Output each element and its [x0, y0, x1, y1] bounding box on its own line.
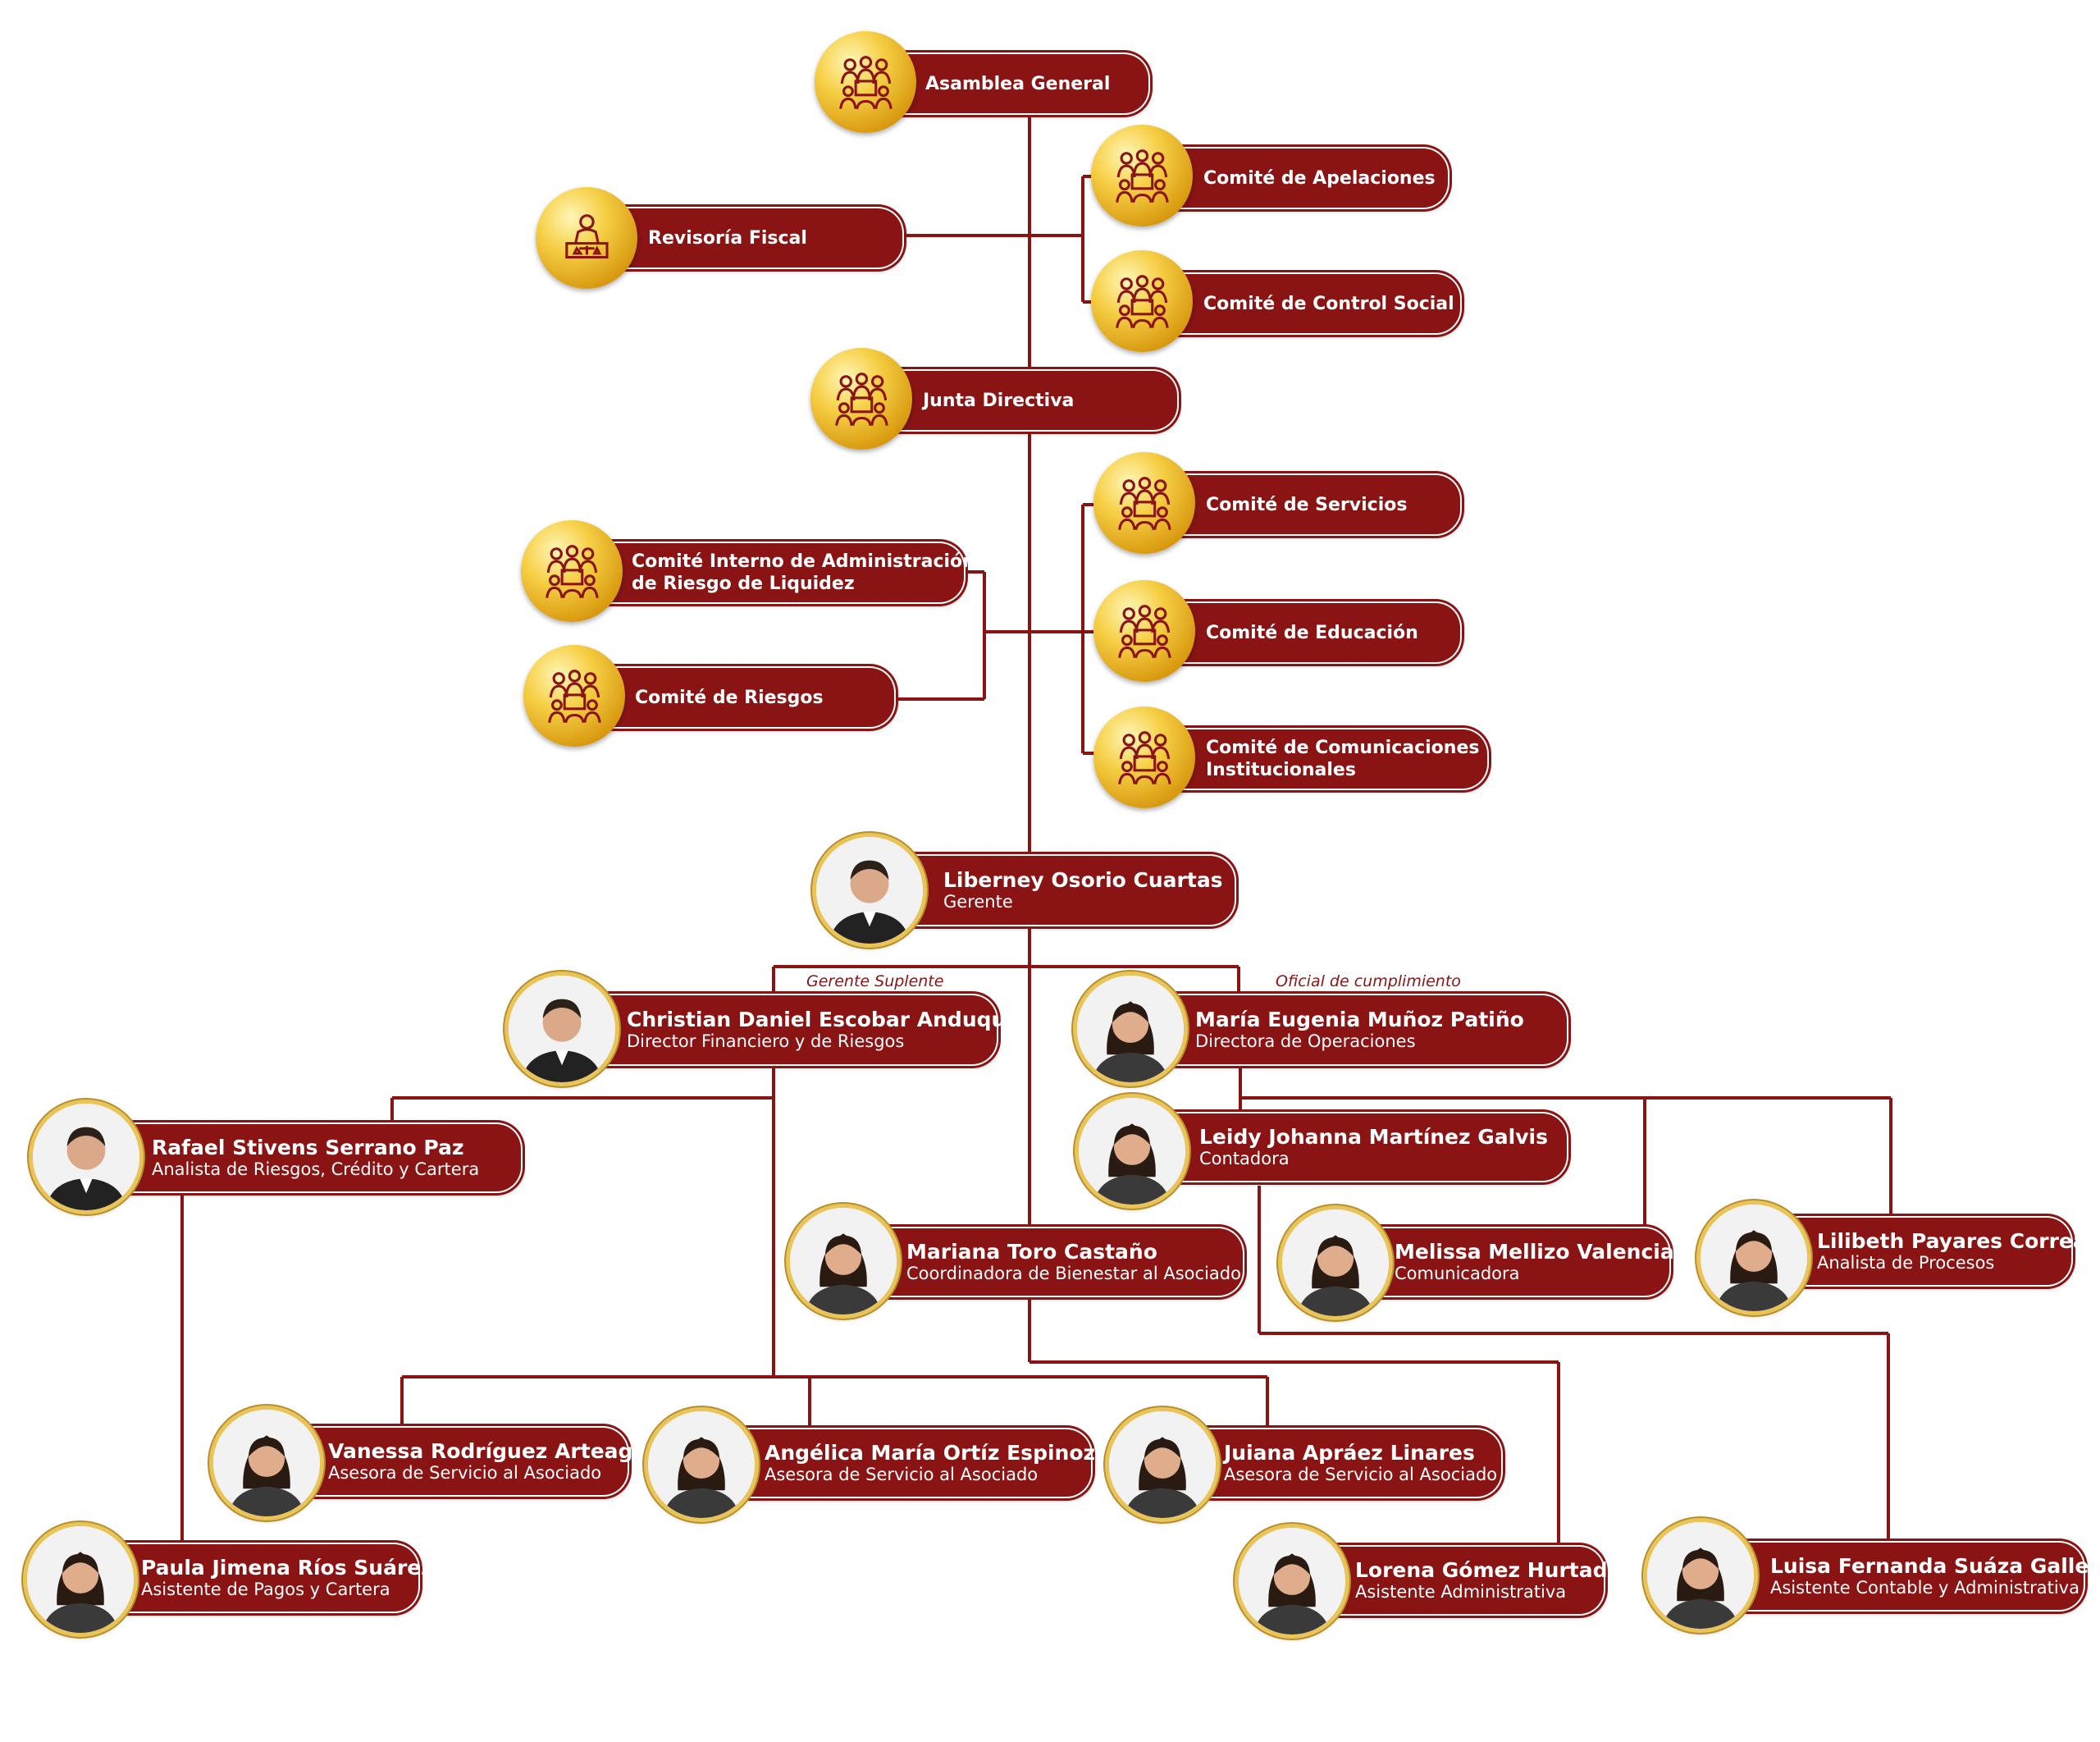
comite-educacion-label: Comité de Educación [1206, 622, 1418, 643]
staff-name: Rafael Stivens Serrano Paz [152, 1136, 464, 1159]
staff-lorena-pill: Lorena Gómez Hurtado Asistente Administr… [1296, 1547, 1622, 1614]
staff-name: Mariana Toro Castaño [906, 1240, 1157, 1264]
comite-riesgo-liquidez-label-line2: de Riesgo de Liquidez [632, 574, 855, 594]
staff-mariana-pill: Mariana Toro Castaño Coordinadora de Bie… [849, 1228, 1243, 1296]
staff-rafael-pill: Rafael Stivens Serrano Paz Analista de R… [98, 1124, 521, 1191]
staff-christian-pill: Christian Daniel Escobar Anduquia Direct… [574, 995, 1027, 1064]
staff-name: Christian Daniel Escobar Anduquia [627, 1008, 1027, 1031]
staff-name: Liberney Osorio Cuartas [943, 868, 1223, 892]
staff-role: Asistente Administrativa [1355, 1582, 1567, 1602]
comite-apelaciones-pill: Comité de Apelaciones [1153, 149, 1448, 208]
caption-gerente-suplente: Gerente Suplente [806, 972, 944, 990]
committee-group-icon [521, 520, 623, 622]
staff-role: Contadora [1199, 1149, 1290, 1168]
staff-role: Asesora de Servicio al Asociado [1224, 1465, 1498, 1484]
committee-group-icon [1093, 580, 1195, 682]
staff-name: Angélica María Ortíz Espinoza [765, 1441, 1109, 1465]
auditor-desk-icon [536, 187, 637, 289]
comite-comunicaciones-label-line1: Comité de Comunicaciones [1206, 738, 1480, 758]
avatar [1239, 1528, 1345, 1635]
staff-luisa-pill: Luisa Fernanda Suáza Gallego Asistente C… [1706, 1543, 2100, 1610]
asamblea-general-pill: Asamblea General [878, 54, 1148, 113]
staff-role: Asistente de Pagos y Cartera [141, 1580, 390, 1599]
comite-control-social-label: Comité de Control Social [1203, 293, 1454, 314]
revisoria-fiscal-label: Revisoría Fiscal [648, 227, 807, 249]
comite-educacion-pill: Comité de Educación [1155, 603, 1460, 662]
avatar [1077, 976, 1184, 1082]
comite-riesgos-label: Comité de Riesgos [635, 687, 824, 708]
staff-name: Luisa Fernanda Suáza Gallego [1770, 1554, 2100, 1578]
avatar [1647, 1522, 1754, 1629]
avatar [1282, 1209, 1389, 1316]
avatar [1079, 1098, 1185, 1205]
staff-role: Asistente Contable y Administrativa [1770, 1578, 2079, 1598]
staff-name: Lorena Gómez Hurtado [1355, 1558, 1622, 1582]
avatar [816, 837, 923, 944]
avatar [1701, 1205, 1807, 1311]
avatar [213, 1410, 320, 1516]
staff-angelica-pill: Angélica María Ortíz Espinoza Asesora de… [705, 1429, 1109, 1497]
staff-paula-pill: Paula Jimena Ríos Suárez Asistente de Pa… [90, 1544, 433, 1612]
avatar [790, 1208, 897, 1315]
staff-role: Gerente [943, 892, 1013, 912]
staff-lilibeth-pill: Lilibeth Payares Correa Analista de Proc… [1755, 1218, 2087, 1285]
comite-riesgo-liquidez-pill: Comité Interno de Administración de Ries… [582, 543, 975, 602]
staff-gerente-pill: Liberney Osorio Cuartas Gerente [886, 856, 1235, 925]
avatar [33, 1104, 139, 1210]
staff-maria-pill: María Eugenia Muñoz Patiño Directora de … [1128, 995, 1567, 1064]
staff-name: Leidy Johanna Martínez Galvis [1199, 1125, 1548, 1149]
avatar [27, 1526, 134, 1633]
committee-group-icon [1091, 250, 1193, 352]
staff-role: Coordinadora de Bienestar al Asociado [906, 1264, 1241, 1283]
comite-control-social-pill: Comité de Control Social [1153, 274, 1460, 333]
staff-role: Analista de Procesos [1817, 1253, 1995, 1273]
staff-role: Comunicadora [1395, 1264, 1520, 1283]
staff-name: Melissa Mellizo Valencia [1395, 1240, 1674, 1264]
committee-group-icon [810, 348, 912, 450]
committee-group-icon [523, 645, 625, 747]
staff-role: Asesora de Servicio al Asociado [765, 1465, 1039, 1484]
comite-comunicaciones-label-line2: Institucionales [1206, 760, 1356, 780]
comite-servicios-label: Comité de Servicios [1206, 494, 1408, 515]
staff-name: Paula Jimena Ríos Suárez [141, 1556, 433, 1580]
comite-apelaciones-label: Comité de Apelaciones [1203, 167, 1436, 189]
staff-name: Lilibeth Payares Correa [1817, 1229, 2087, 1253]
staff-leidy-pill: Leidy Johanna Martínez Galvis Contadora [1136, 1113, 1567, 1181]
comite-riesgo-liquidez-label-line1: Comité Interno de Administración [632, 551, 975, 572]
committee-group-icon [1093, 706, 1195, 808]
committee-group-icon [1093, 452, 1195, 554]
staff-name: Juiana Apráez Linares [1224, 1441, 1475, 1465]
junta-directiva-pill: Junta Directiva [878, 371, 1177, 430]
committee-group-icon [815, 31, 916, 133]
revisoria-fiscal-pill: Revisoría Fiscal [603, 208, 902, 267]
staff-vanessa-pill: Vanessa Rodríguez Arteaga Asesora de Ser… [271, 1428, 647, 1495]
staff-juiana-pill: Juiana Apráez Linares Asesora de Servici… [1165, 1429, 1501, 1497]
staff-name: Vanessa Rodríguez Arteaga [328, 1439, 647, 1463]
staff-role: Director Financiero y de Riesgos [627, 1031, 905, 1051]
staff-role: Directora de Operaciones [1195, 1031, 1416, 1051]
asamblea-general-label: Asamblea General [925, 73, 1111, 94]
staff-role: Analista de Riesgos, Crédito y Cartera [152, 1159, 480, 1179]
avatar [509, 976, 615, 1082]
avatar [1109, 1411, 1216, 1518]
staff-melissa-pill: Melissa Mellizo Valencia Comunicadora [1337, 1228, 1674, 1296]
comite-comunicaciones-pill: Comité de Comunicaciones Institucionales [1155, 729, 1487, 789]
caption-oficial-cumplimiento: Oficial de cumplimiento [1276, 972, 1461, 990]
committee-group-icon [1091, 125, 1193, 226]
junta-directiva-label: Junta Directiva [923, 390, 1075, 411]
comite-servicios-pill: Comité de Servicios [1155, 475, 1460, 534]
staff-role: Asesora de Servicio al Asociado [328, 1463, 602, 1483]
comite-riesgos-pill: Comité de Riesgos [584, 668, 894, 727]
avatar [648, 1411, 755, 1518]
staff-name: María Eugenia Muñoz Patiño [1195, 1008, 1524, 1031]
